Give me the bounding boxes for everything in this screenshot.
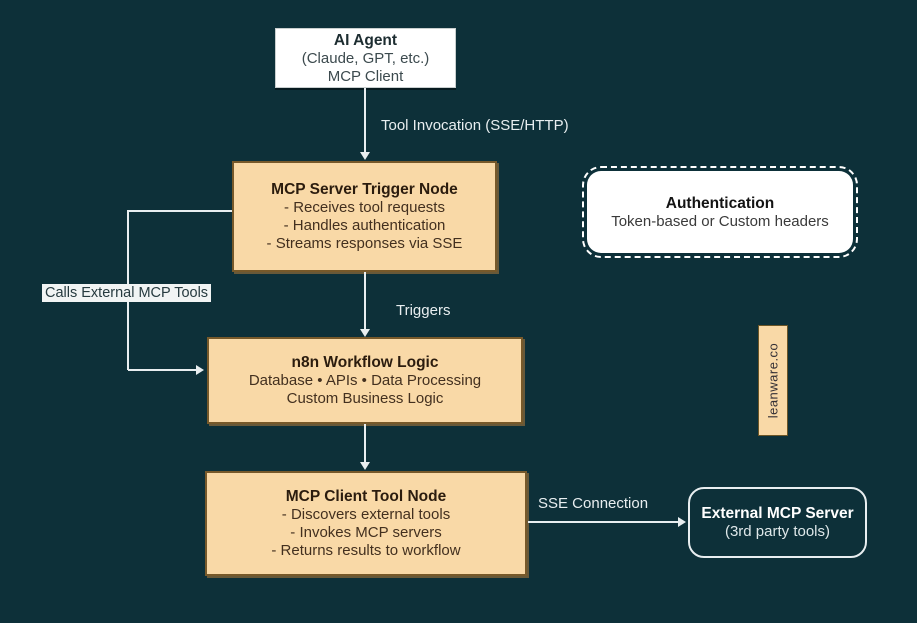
mcp-server-trigger-item: - Receives tool requests <box>284 199 445 216</box>
authentication-subtitle: Token-based or Custom headers <box>611 212 829 230</box>
arrowhead-down-icon <box>360 329 370 337</box>
label-triggers: Triggers <box>396 302 451 319</box>
node-n8n-workflow-logic: n8n Workflow Logic Database • APIs • Dat… <box>207 337 523 424</box>
external-mcp-server-subtitle: (3rd party tools) <box>724 523 831 540</box>
mcp-client-tool-item: - Invokes MCP servers <box>290 524 442 541</box>
arrowhead-down-icon <box>360 152 370 160</box>
label-sse-connection: SSE Connection <box>538 495 649 512</box>
node-mcp-client-tool: MCP Client Tool Node - Discovers externa… <box>205 471 527 576</box>
mcp-client-tool-title: MCP Client Tool Node <box>285 488 447 505</box>
connector-n8n-to-client <box>364 424 366 462</box>
arrowhead-right-icon <box>196 365 204 375</box>
n8n-workflow-line: Custom Business Logic <box>286 390 444 407</box>
label-calls-external-tools: Calls External MCP Tools <box>42 284 212 302</box>
mcp-server-trigger-item: - Streams responses via SSE <box>266 235 463 252</box>
connector-trigger-to-n8n <box>364 272 366 329</box>
node-external-mcp-server: External MCP Server (3rd party tools) <box>688 487 867 558</box>
authentication-title: Authentication <box>665 194 775 212</box>
connector-ai-agent-to-trigger <box>364 88 366 152</box>
n8n-workflow-title: n8n Workflow Logic <box>291 354 439 371</box>
arrowhead-right-icon <box>678 517 686 527</box>
n8n-workflow-line: Database • APIs • Data Processing <box>248 372 482 389</box>
watermark-badge: leanware.co <box>758 325 788 436</box>
arrowhead-down-icon <box>360 462 370 470</box>
connector-loop-top <box>128 210 232 212</box>
ai-agent-title: AI Agent <box>333 31 398 49</box>
connector-loop-bottom <box>128 369 196 371</box>
ai-agent-line: (Claude, GPT, etc.) <box>301 49 430 67</box>
node-authentication: Authentication Token-based or Custom hea… <box>582 166 858 258</box>
connector-client-to-external <box>528 521 678 523</box>
node-mcp-server-trigger: MCP Server Trigger Node - Receives tool … <box>232 161 497 272</box>
node-ai-agent: AI Agent (Claude, GPT, etc.) MCP Client <box>275 28 456 88</box>
mcp-server-trigger-title: MCP Server Trigger Node <box>271 181 458 198</box>
mcp-client-tool-item: - Returns results to workflow <box>271 542 461 559</box>
mcp-client-tool-item: - Discovers external tools <box>281 506 451 523</box>
external-mcp-server-title: External MCP Server <box>701 505 854 522</box>
watermark-text: leanware.co <box>765 342 781 419</box>
ai-agent-line: MCP Client <box>327 67 404 85</box>
mcp-server-trigger-item: - Handles authentication <box>283 217 446 234</box>
label-tool-invocation: Tool Invocation (SSE/HTTP) <box>381 117 569 134</box>
